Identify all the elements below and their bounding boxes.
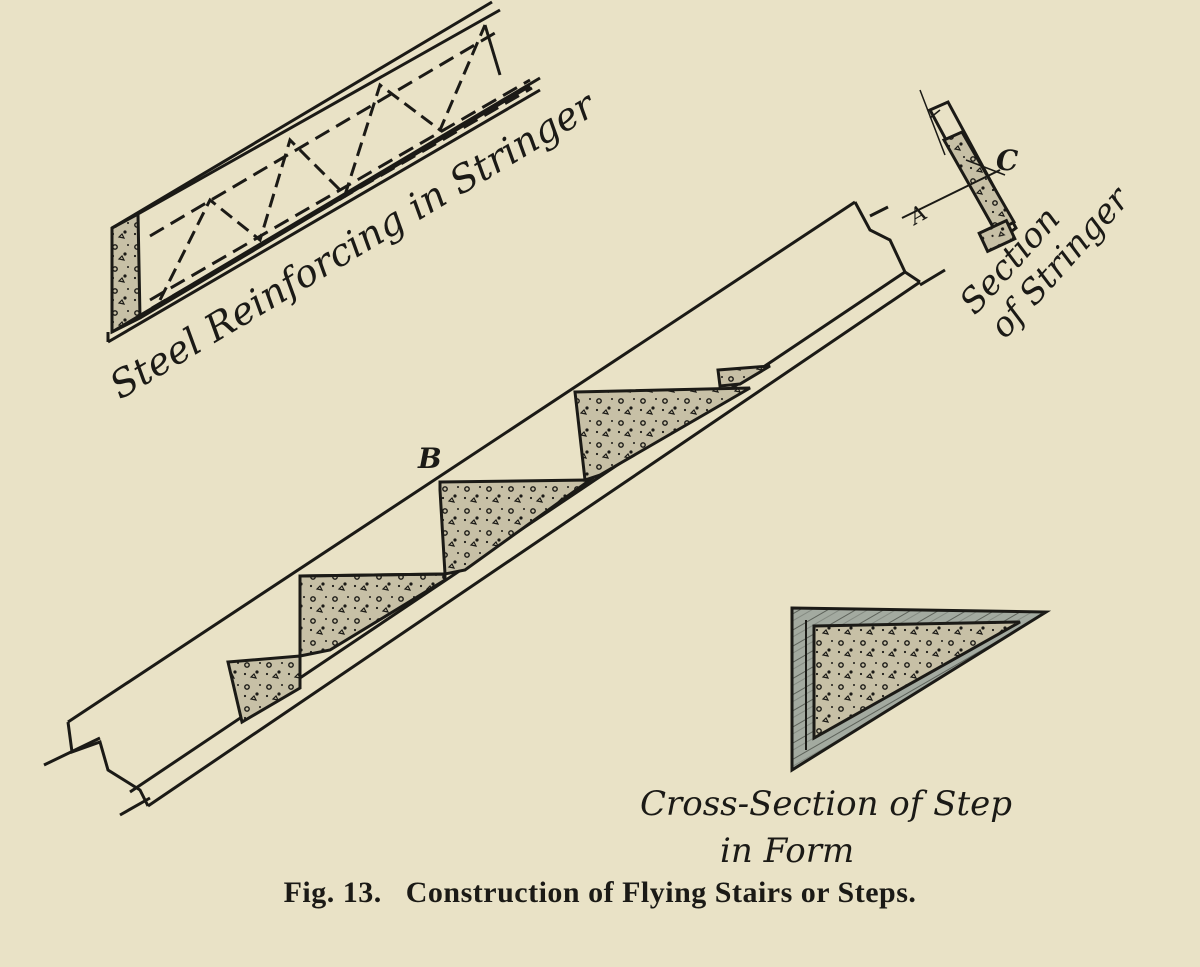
label-cross-section-line2: in Form xyxy=(720,831,854,871)
stringer-section xyxy=(901,89,1018,254)
label-point-c: C xyxy=(996,144,1019,177)
label-point-b: B xyxy=(417,442,442,475)
label-cross-section-line1: Cross-Section of Step xyxy=(640,784,1012,824)
figure-title: Construction of Flying Stairs or Steps. xyxy=(405,876,917,909)
stair-steps xyxy=(226,364,771,725)
figure-number: Fig. 13. xyxy=(283,876,382,909)
figure-caption: Fig. 13. Construction of Flying Stairs o… xyxy=(0,876,1200,910)
step-cross-section xyxy=(790,606,1052,773)
reinforcing-stringer xyxy=(106,0,541,344)
label-steel-reinforcing: Steel Reinforcing in Stringer xyxy=(102,81,605,407)
